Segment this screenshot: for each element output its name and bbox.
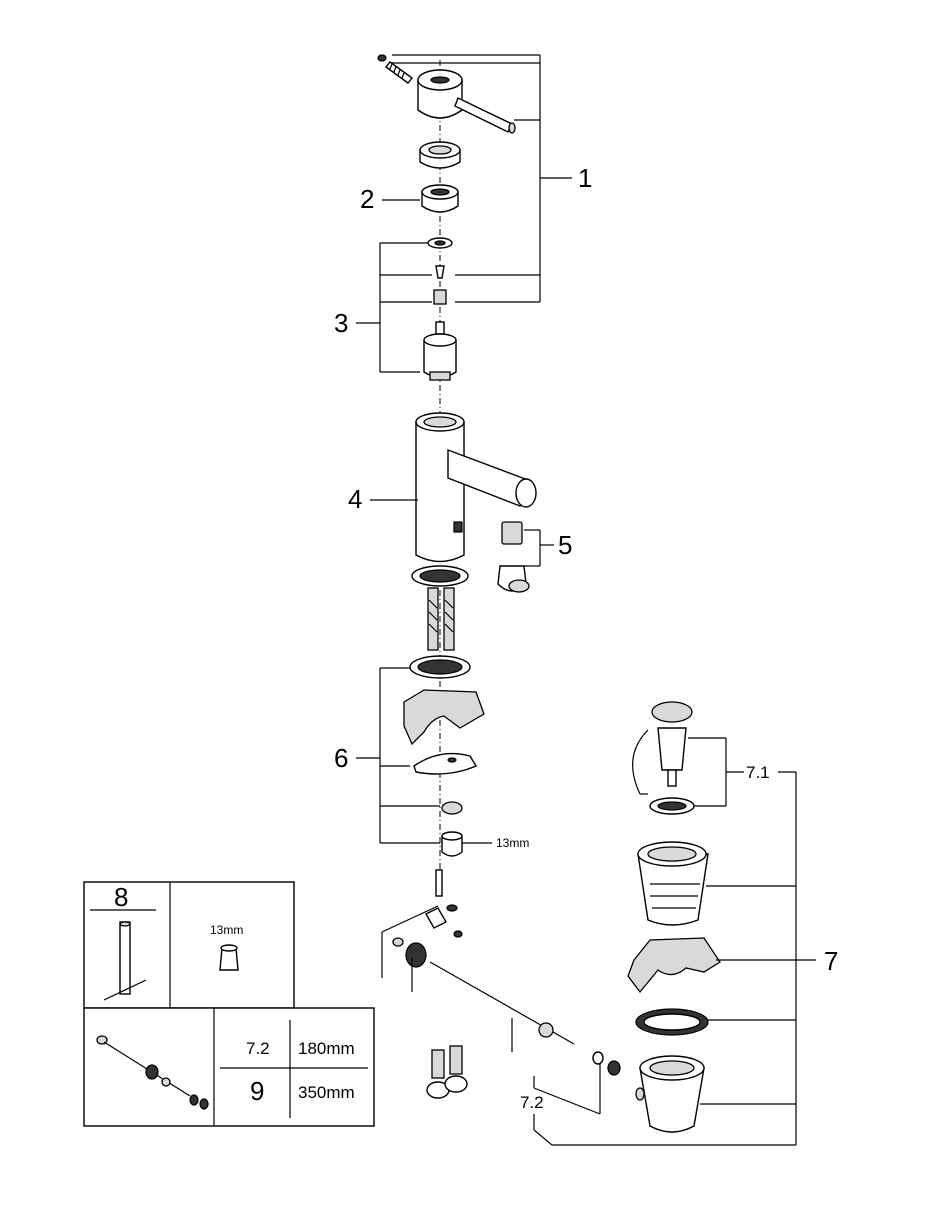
callout-4: 4 bbox=[348, 484, 362, 514]
t-wrench-icon bbox=[103, 921, 147, 1001]
hex-socket-icon bbox=[219, 944, 239, 971]
lift-rod-icon bbox=[96, 1035, 209, 1110]
part-7-2-lift-rod bbox=[381, 869, 796, 1146]
tool-table: 8 13mm 7.2 180mm 9 350mm bbox=[83, 881, 375, 1127]
table-item-7-2: 7.2 bbox=[246, 1039, 270, 1058]
part-7-drain bbox=[627, 701, 816, 1145]
wrench-size-label: 13mm bbox=[210, 923, 243, 937]
table-length-350mm: 350mm bbox=[298, 1083, 355, 1102]
callout-5: 5 bbox=[558, 530, 572, 560]
callout-2: 2 bbox=[360, 184, 374, 214]
dimension-13mm: 13mm bbox=[496, 836, 529, 850]
leader-group-1 bbox=[392, 54, 572, 303]
callout-7-1: 7.1 bbox=[746, 763, 770, 782]
tool-number: 8 bbox=[114, 882, 128, 912]
part-6-mounting-set bbox=[356, 655, 492, 857]
callout-1: 1 bbox=[578, 163, 592, 193]
leader-group-3 bbox=[356, 242, 432, 373]
part-5-aerator bbox=[497, 521, 554, 593]
table-item-9: 9 bbox=[250, 1076, 264, 1106]
part-3-cartridge-assembly bbox=[423, 237, 457, 381]
part-cap-ring bbox=[419, 141, 461, 169]
part-2-nut bbox=[421, 184, 459, 213]
callout-7: 7 bbox=[824, 946, 838, 976]
part-4-faucet-body bbox=[370, 412, 537, 563]
table-length-180mm: 180mm bbox=[298, 1039, 355, 1058]
callout-7-2: 7.2 bbox=[520, 1093, 544, 1112]
part-handle-lever bbox=[377, 54, 516, 134]
callout-6: 6 bbox=[334, 743, 348, 773]
callout-3: 3 bbox=[334, 308, 348, 338]
part-supply-hoses bbox=[411, 565, 469, 651]
part-hose-ends bbox=[426, 1045, 468, 1099]
